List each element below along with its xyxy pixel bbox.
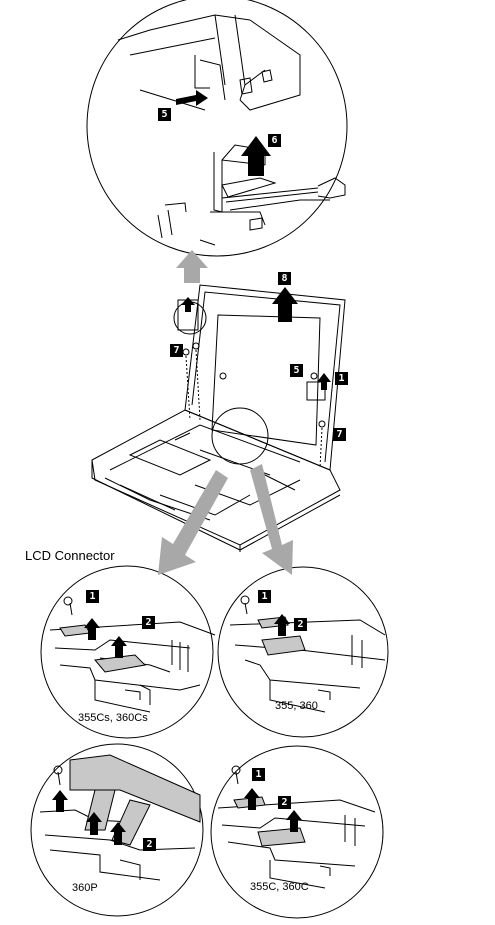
detail-caption-1: 355Cs, 360Cs [78,712,148,724]
step-badge-main-8: 8 [278,272,291,285]
detail-caption-4: 355C, 360C [250,881,309,893]
step-badge-d2-1: 1 [258,590,271,603]
gray-arrow-to-detail-1 [158,470,228,575]
step-badge-main-7-right: 7 [333,428,346,441]
step-badge-top-6: 6 [268,134,281,147]
laptop-drawing [91,284,346,552]
step-badge-d3-2: 2 [143,838,156,851]
top-detail-circle [86,0,348,257]
detail-circle-3 [30,743,204,917]
step-badge-d4-1: 1 [252,768,265,781]
connector-plate-4 [257,827,306,847]
arrow-d3-b [86,812,102,835]
step-badge-d4-2: 2 [278,796,291,809]
step-badge-top-5: 5 [158,108,171,121]
flat-cable-3 [69,754,201,823]
section-label: LCD Connector [25,548,115,563]
arrow-d1-a [84,618,100,640]
gray-arrow-to-detail-2 [250,464,293,575]
arrow-step8 [272,287,298,322]
step-badge-d1-2: 2 [142,616,155,629]
arrow-step5-top [176,90,208,106]
detail-caption-3: 360P [72,882,98,894]
step-badge-main-1-right: 1 [335,372,348,385]
arrow-d2 [274,614,290,636]
step-badge-d1-1: 1 [86,590,99,603]
detail-caption-2: 355, 360 [275,700,318,712]
arrow-d3-a [52,790,68,812]
arrow-d3-c [110,822,126,845]
arrow-hinge-left [181,297,195,312]
connector-plate-2 [261,635,306,656]
detail-circle-1 [40,565,216,739]
step-badge-main-5-right: 5 [290,364,303,377]
arrow-d4-b [286,810,302,832]
flat-cable-3-branch-a [84,789,116,831]
arrow-step6 [241,136,271,176]
arrow-d4-a [244,788,260,810]
step-badge-d2-2: 2 [294,618,307,631]
arrow-d1-b [111,636,127,658]
step-badge-main-7-left: 7 [170,344,183,357]
arrow-hinge-right [317,373,331,390]
gray-arrow-to-top-circle [176,250,208,283]
